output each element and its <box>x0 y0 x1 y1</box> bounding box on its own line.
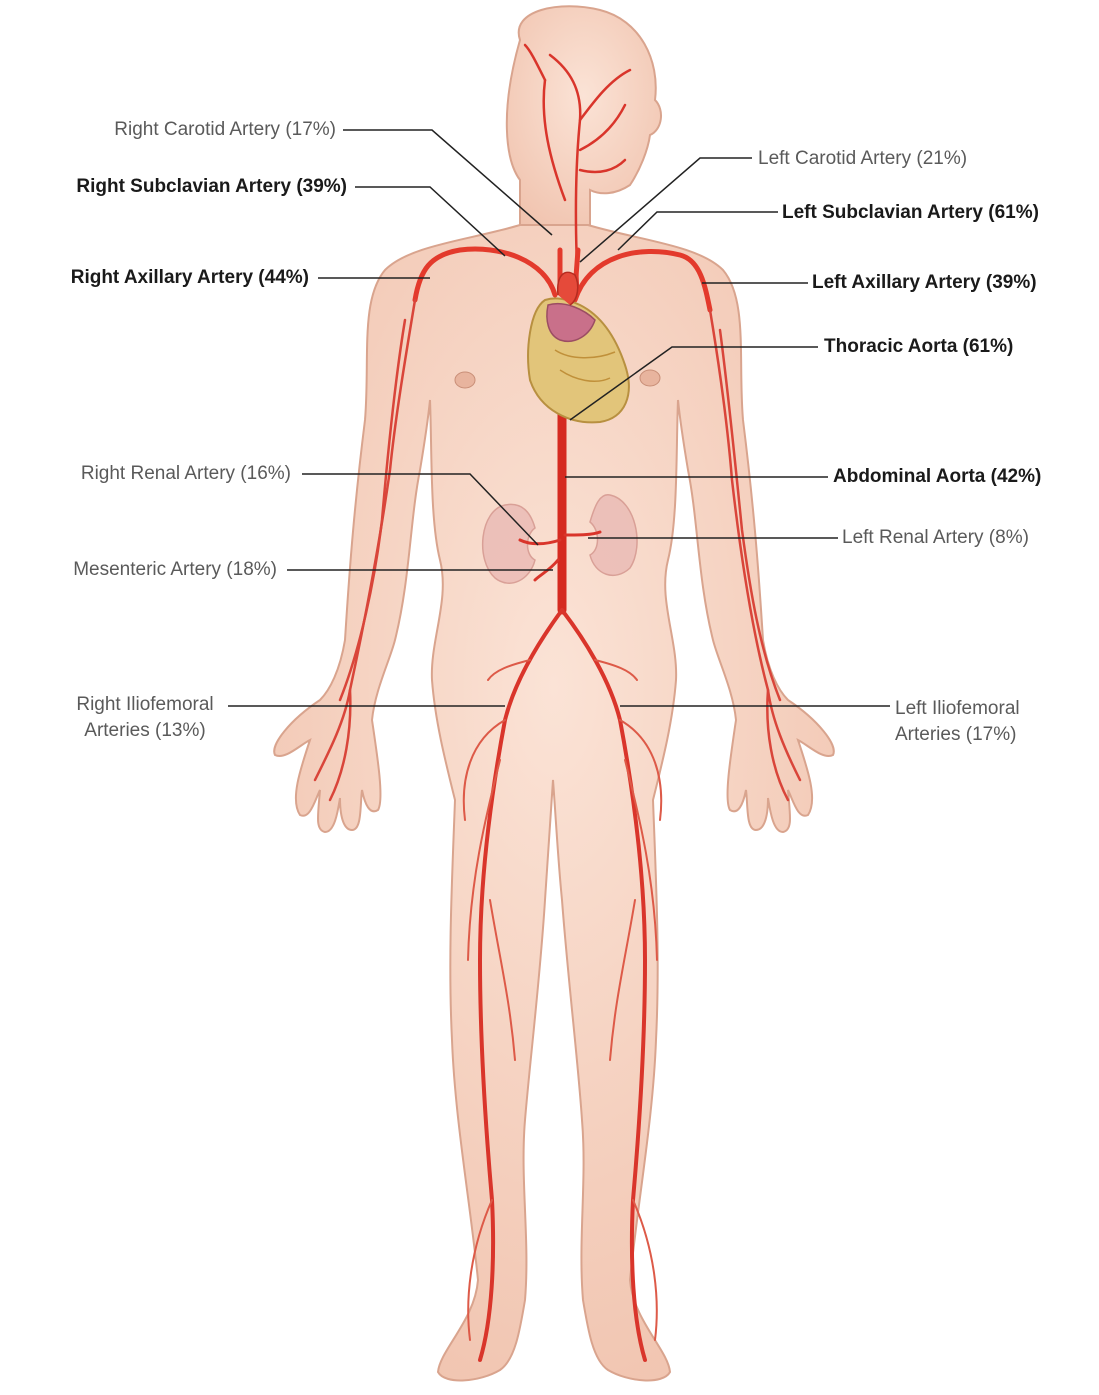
label-left-axillary-artery: Left Axillary Artery (39%) <box>812 270 1037 296</box>
label-right-axillary-artery: Right Axillary Artery (44%) <box>71 265 309 291</box>
label-left-iliofemoral-line1: Left Iliofemoral <box>895 696 1085 722</box>
label-right-subclavian-artery: Right Subclavian Artery (39%) <box>76 174 347 200</box>
label-right-renal-artery: Right Renal Artery (16%) <box>81 461 291 487</box>
label-left-carotid-artery: Left Carotid Artery (21%) <box>758 146 967 172</box>
label-left-iliofemoral-arteries: Left Iliofemoral Arteries (17%) <box>895 696 1085 748</box>
label-thoracic-aorta: Thoracic Aorta (61%) <box>824 334 1013 360</box>
label-left-renal-artery: Left Renal Artery (8%) <box>842 525 1029 551</box>
label-left-subclavian-artery: Left Subclavian Artery (61%) <box>782 200 1039 226</box>
label-left-iliofemoral-line2: Arteries (17%) <box>895 722 1085 748</box>
label-right-iliofemoral-line1: Right Iliofemoral <box>50 692 240 718</box>
label-right-carotid-artery: Right Carotid Artery (17%) <box>114 117 336 143</box>
left-nipple <box>640 370 660 386</box>
label-abdominal-aorta: Abdominal Aorta (42%) <box>833 464 1041 490</box>
label-mesenteric-artery: Mesenteric Artery (18%) <box>73 557 277 583</box>
label-right-iliofemoral-line2: Arteries (13%) <box>50 718 240 744</box>
right-nipple <box>455 372 475 388</box>
label-right-iliofemoral-arteries: Right Iliofemoral Arteries (13%) <box>50 692 240 744</box>
head <box>507 6 661 230</box>
